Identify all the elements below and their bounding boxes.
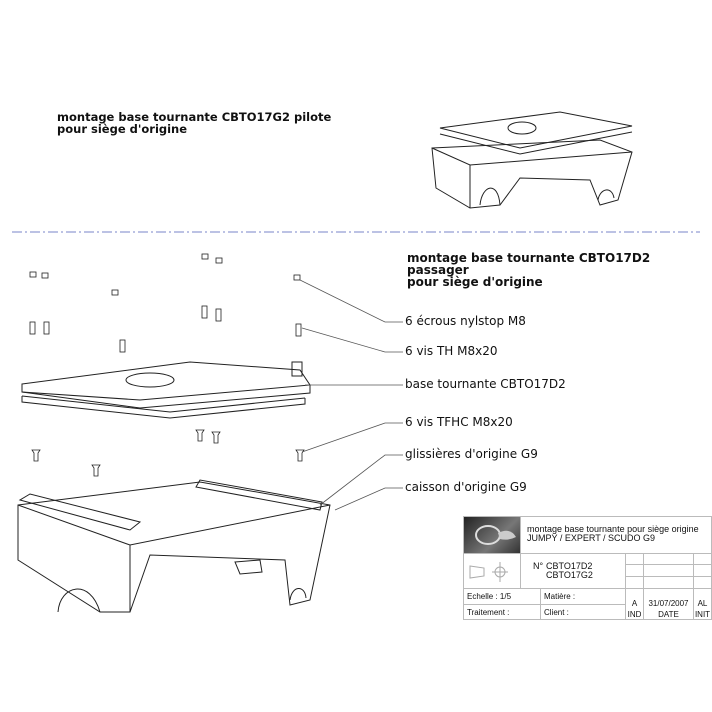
projection-symbol xyxy=(463,553,521,589)
callout-th-bolts: 6 vis TH M8x20 xyxy=(405,344,498,358)
logo-icon xyxy=(475,525,516,545)
leader-lines xyxy=(299,279,403,511)
description-line2: JUMPY / EXPERT / SCUDO G9 xyxy=(527,533,656,543)
nuts xyxy=(29,253,301,296)
init-column: AL INIT xyxy=(693,588,712,620)
pilot-title: montage base tournante CBTO17G2 pilote p… xyxy=(57,111,331,135)
part-number-2: CBTO17G2 xyxy=(546,570,593,580)
company-logo xyxy=(463,516,521,554)
number-prefix: N° xyxy=(533,561,544,571)
ind-header: IND xyxy=(627,610,642,619)
bolts-th xyxy=(29,305,302,353)
callout-nuts: 6 écrous nylstop M8 xyxy=(405,314,526,328)
description-cell: montage base tournante pour siège origin… xyxy=(520,516,712,554)
scale-cell: Echelle : 1/5 xyxy=(463,588,541,605)
date-header: DATE xyxy=(658,610,679,619)
pilot-assembly-view xyxy=(431,111,633,209)
bolts-tfhc xyxy=(31,429,305,477)
pilot-title-line2: pour siège d'origine xyxy=(57,122,188,136)
passenger-title: montage base tournante CBTO17D2 passager… xyxy=(407,252,712,288)
revision-column: A IND xyxy=(625,588,644,620)
pilot-title-line1: montage base tournante CBTO17G2 pilote xyxy=(57,110,332,124)
title-block: montage base tournante pour siège origin… xyxy=(463,516,712,620)
passenger-title-line1: montage base tournante CBTO17D2 passager xyxy=(407,251,651,277)
part-number-1: CBTO17D2 xyxy=(546,561,593,571)
date-column: 31/07/2007 DATE xyxy=(643,588,694,620)
callout-rotating-base: base tournante CBTO17D2 xyxy=(405,377,566,391)
client-cell: Client : xyxy=(540,604,626,620)
init-header: INIT xyxy=(694,610,711,619)
callout-box: caisson d'origine G9 xyxy=(405,480,527,494)
part-number-cell: N° CBTO17D2 CBTO17G2 xyxy=(520,553,626,589)
callout-tfhc-bolts: 6 vis TFHC M8x20 xyxy=(405,415,513,429)
revision-value: A xyxy=(631,599,638,608)
initials-value: AL xyxy=(697,599,708,608)
treatment-cell: Traitement : xyxy=(463,604,541,620)
description-line1: montage base tournante pour siège origin… xyxy=(527,524,699,534)
date-value: 31/07/2007 xyxy=(648,599,689,608)
passenger-title-line2: pour siège d'origine xyxy=(407,275,543,289)
rotating-base xyxy=(21,361,311,419)
seat-box xyxy=(17,479,331,613)
material-cell: Matière : xyxy=(540,588,626,605)
callout-slides: glissières d'origine G9 xyxy=(405,447,538,461)
